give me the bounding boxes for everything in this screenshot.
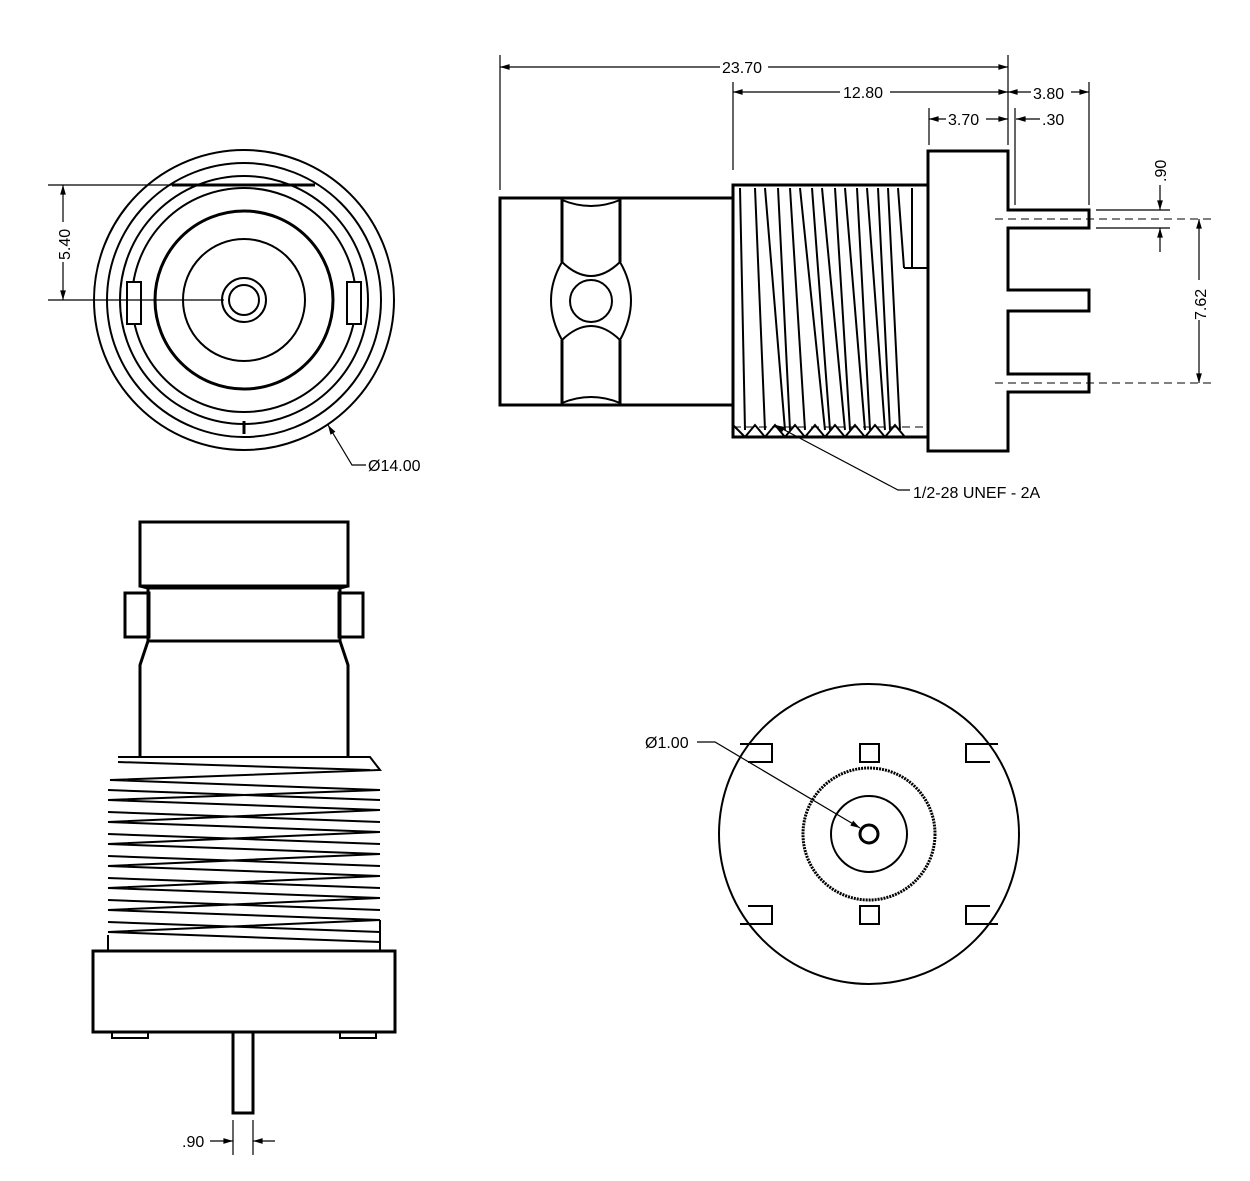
dim-3-80: 3.80 [1033,86,1064,103]
thread-spec-label: 1/2-28 UNEF - 2A [913,485,1040,502]
dim-0-90-bottom: .90 [182,1134,204,1151]
dim-3-70: 3.70 [948,112,979,129]
top-view: .90 [91,520,397,1155]
dim-12-80: 12.80 [843,85,883,102]
dim-0-30: .30 [1042,112,1064,129]
bottom-view: Ø1.00 [645,683,1020,985]
dim-0-90-side: .90 [1153,160,1170,182]
dim-5-40: 5.40 [57,229,74,260]
side-view [498,149,1212,453]
thread [107,756,382,951]
side-view-dimensions: 23.70 12.80 3.80 3.70 .30 .90 7.62 1/2-2… [499,55,1210,502]
dim-7-62: 7.62 [1193,289,1210,320]
dim-14-00: Ø14.00 [368,458,421,475]
dim-1-00: Ø1.00 [645,735,689,752]
dim-center-height: 5.40 [48,184,224,301]
thread-lines [739,187,913,431]
dim-outer-diameter: Ø14.00 [327,424,421,475]
dim-23-70: 23.70 [722,60,762,77]
